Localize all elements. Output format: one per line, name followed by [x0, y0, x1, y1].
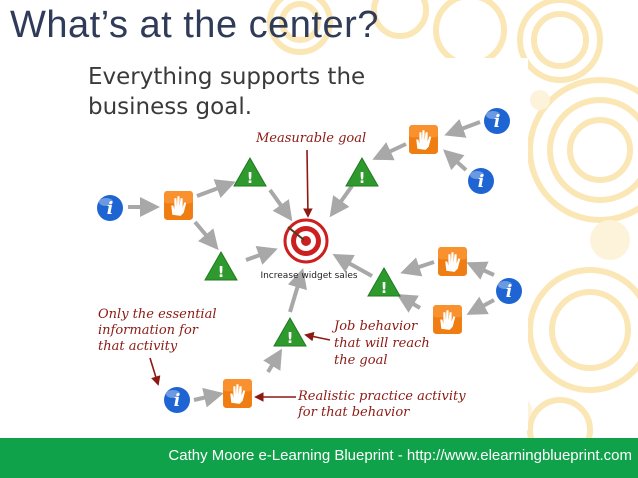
slide-title: What’s at the center?: [10, 4, 379, 46]
arrow: [263, 348, 283, 374]
target-icon: [283, 218, 329, 264]
annotation-practice-line-1: Realistic practice activity: [297, 389, 466, 404]
hand-icon: [223, 379, 252, 408]
annotation-arrow: [304, 331, 331, 342]
hand-icon: [438, 247, 467, 276]
arrow: [268, 188, 293, 222]
arrow: [400, 257, 435, 277]
annotation-practice-line-2: for that behavior: [297, 405, 410, 420]
info-icon: [484, 108, 510, 134]
arrow: [193, 220, 219, 251]
arrow: [396, 293, 422, 313]
arrow: [466, 261, 495, 280]
info-icon: [496, 278, 522, 304]
warning-triangle-icon: [345, 157, 379, 188]
warning-triangle-icon: [233, 157, 267, 188]
annotation-info-line-3: that activity: [98, 339, 178, 354]
slide-subtitle: Everything supports the business goal.: [88, 64, 366, 120]
hand-icon: [409, 125, 438, 154]
warning-triangle-icon: [367, 267, 401, 298]
annotation-behavior-line-3: the goal: [334, 353, 387, 368]
arrow: [372, 142, 407, 161]
warning-triangle-icon: [204, 251, 238, 282]
arrow: [245, 245, 278, 265]
annotation-goal: Measurable goal: [255, 131, 366, 146]
warning-triangle-icon: [273, 317, 307, 348]
arrow: [466, 296, 495, 315]
arrow: [196, 179, 236, 198]
hand-icon: [164, 191, 193, 220]
annotation-info-line-2: information for: [98, 323, 199, 338]
arrow: [444, 119, 481, 138]
footer-bar: Cathy Moore e-Learning Blueprint - http:…: [0, 438, 638, 478]
info-icon: [468, 168, 494, 194]
arrow: [443, 149, 468, 172]
center-goal-label: Increase widget sales: [260, 271, 357, 281]
arrow: [287, 268, 307, 313]
annotation-arrow: [149, 357, 161, 386]
footer-credit: Cathy Moore e-Learning Blueprint - http:…: [168, 447, 632, 464]
info-icon: [97, 195, 123, 221]
hand-icon: [433, 305, 462, 334]
annotation-behavior-line-1: Job behavior: [331, 319, 418, 334]
annotation-info-line-1: Only the essential: [98, 307, 216, 322]
arrow: [332, 254, 373, 278]
info-icon: [164, 387, 190, 413]
annotation-behavior-line-2: that will reach: [334, 336, 430, 351]
arrow: [193, 387, 224, 408]
arrow: [329, 184, 354, 218]
annotation-arrow: [303, 149, 313, 218]
